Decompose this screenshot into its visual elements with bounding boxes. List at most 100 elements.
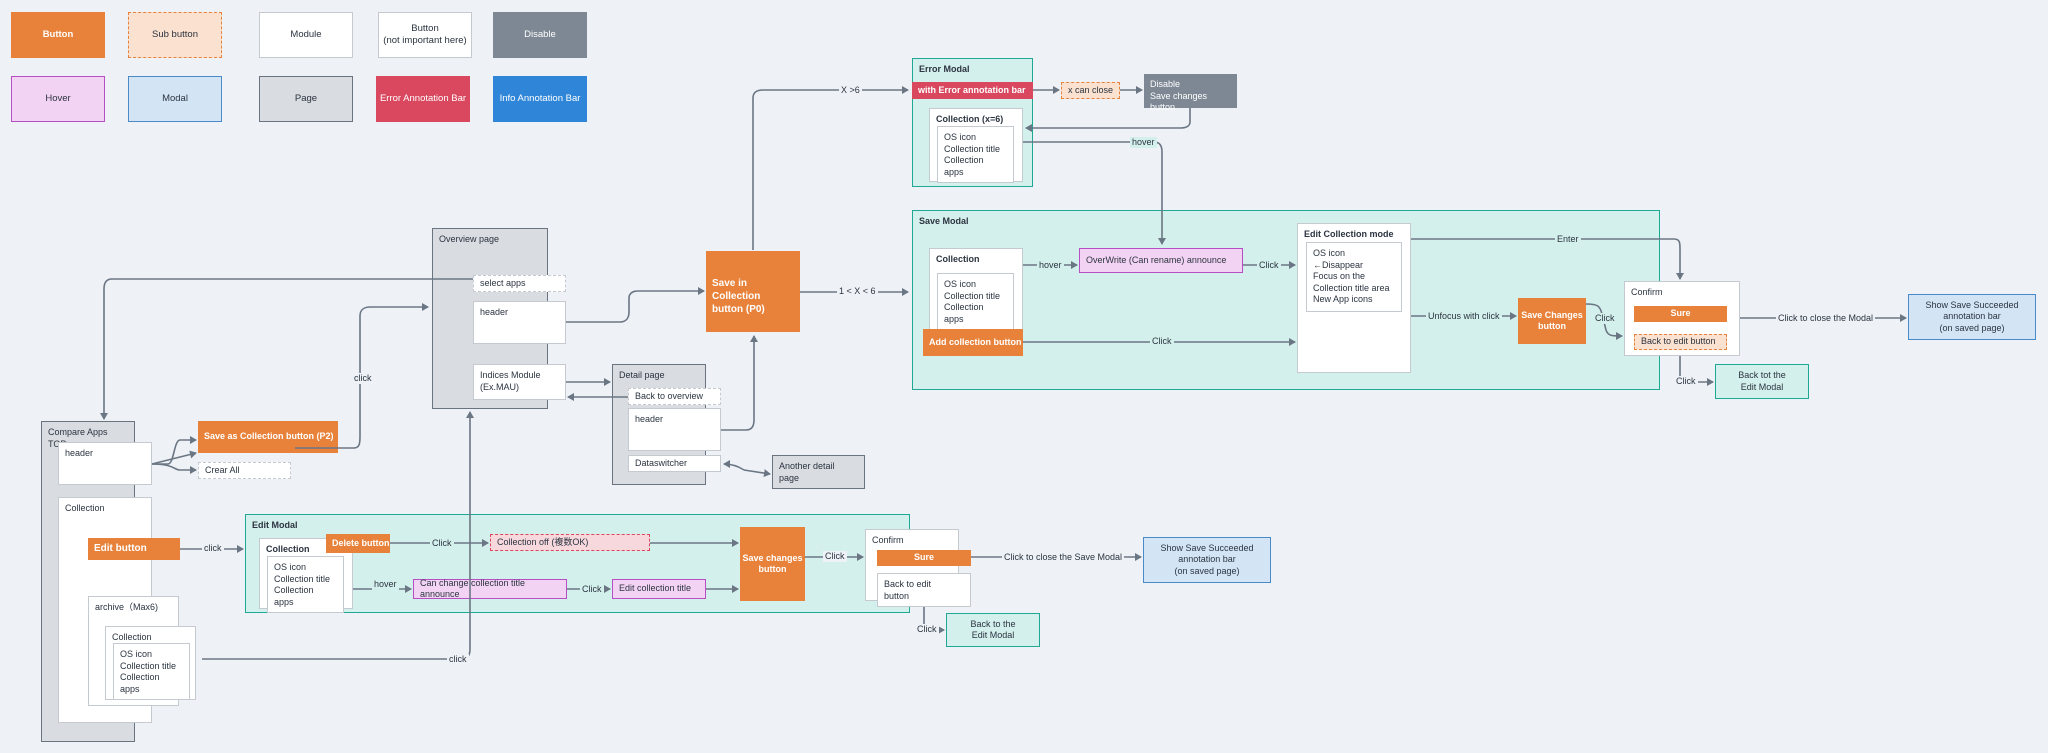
detail-header-label: header [635,414,664,424]
legend-minor-button: Button(not important here) [378,12,472,58]
legend-page: Page [259,76,353,122]
archive-collection-label2: Collection [120,672,160,682]
archive-apps-label: apps [120,683,140,694]
overwrite-announce-label: OverWrite (Can rename) announce [1086,254,1227,265]
indices-module: Indices Module (Ex.MAU) [473,364,566,400]
add-collection-button[interactable]: Add collection button [923,329,1023,356]
em-os-icon-disappear: OS icon ←Disappear [1313,248,1364,270]
edit-collection-mode-detail: OS icon ←Disappear Focus on the Collecti… [1306,242,1402,312]
wire-another-to-dataswitcher [723,460,745,471]
edit-save-succeeded-line2: annotation bar [1178,554,1236,565]
label-click-back-tot: Click [1674,376,1698,387]
delete-button[interactable]: Delete button [326,534,390,553]
save-collection-label: Collection [936,254,980,264]
wire-select-apps-to-compare [100,278,473,420]
error-collection-label: Collection (x=6) [936,114,1004,124]
save-collection-label2: Collection [944,302,984,312]
legend-sub-button-label: Sub button [152,29,198,40]
edit-apps-label: apps [274,596,294,607]
compare-apps-top-title: Compare Apps TOP [48,427,108,449]
save-collection-detail: OS icon Collection title Collection apps [937,273,1014,330]
back-tot-line1: Back tot the [1738,370,1786,380]
select-apps-button[interactable]: select apps [473,275,566,292]
error-collection-detail: OS icon Collection title Collection apps [937,126,1014,183]
save-changes-button[interactable]: Save Changes button [1518,298,1586,344]
error-apps-label: apps [944,166,964,177]
overview-header-label: header [480,307,509,317]
can-change-title-label: Can change collection title announce [420,577,526,600]
save-as-collection-button[interactable]: Save as Collection button (P2) [198,421,338,453]
overview-header-module: header [473,301,566,344]
edit-collection-mode-title: Edit Collection mode [1304,229,1394,239]
wire-save-to-error-modal [752,86,909,250]
edit-os-icon-label: OS icon [274,562,307,572]
another-detail-line2: page [779,472,800,483]
save-back-to-edit-button[interactable]: Back to edit button [1634,334,1727,350]
wire-header-to-save-as [152,436,197,465]
em-focus-on: Focus on the [1313,271,1366,281]
save-succeeded-line3: (on saved page) [1939,322,2005,333]
label-click-save-as: click [352,373,374,384]
label-click-add-collection: Click [1150,336,1174,347]
another-detail-line1: Another detail [779,461,835,471]
save-confirm-title: Confirm [1631,287,1663,297]
label-click-close-save-modal: Click to close the Save Modal [1002,552,1125,563]
legend-button: Button [11,12,105,58]
wire-detail-header-to-save [721,335,758,431]
legend-hover-label: Hover [45,93,71,104]
save-changes-button-label: Save Changes button [1521,309,1583,332]
back-to-edit-modal-line2: Edit Modal [971,630,1015,640]
label-click-save-changes: Click [1593,313,1617,324]
back-tot-edit-modal[interactable]: Back tot the Edit Modal [1715,364,1809,399]
clear-all-button-label: Crear All [205,464,240,475]
edit-confirm-title: Confirm [872,535,904,545]
edit-button[interactable]: Edit button [88,538,180,560]
label-click-edit-save: Click [823,551,847,562]
archive-collection-title-label: Collection title [120,660,177,671]
edit-collection-detail: OS icon Collection title Collection apps [267,556,344,613]
back-to-edit-modal[interactable]: Back to the Edit Modal [946,613,1040,647]
save-in-collection-button[interactable]: Save in Collection button (P0) [706,251,800,332]
edit-collection-title-label: Edit collection title [619,583,692,594]
edit-save-succeeded-line3: (on saved page) [1174,565,1240,576]
disabled-save-changes-button: Disable Save changes button [1144,74,1237,112]
label-hover-edit: hover [372,579,399,590]
legend-module-label: Module [290,29,322,40]
disabled-save-line2: Save changes button [1150,90,1208,113]
dataswitcher-module[interactable]: Dataswitcher [628,455,721,472]
error-os-icon-label: OS icon [944,132,977,142]
save-succeeded-line2: annotation bar [1943,311,2001,322]
save-in-collection-button-label: Save in Collection button (P0) [712,278,765,315]
indices-module-line2: (Ex.MAU) [480,381,519,392]
detail-header-module: header [628,408,721,451]
save-modal-title: Save Modal [919,216,969,226]
error-close-button[interactable]: x can close [1061,82,1120,99]
clear-all-button[interactable]: Crear All [198,462,291,479]
label-click-archive: click [447,654,469,665]
compare-collection-label: Collection [65,503,105,513]
error-close-label: x can close [1067,84,1114,95]
indices-module-line1: Indices Module [480,370,541,380]
error-annotation-bar: with Error annotation bar [912,82,1033,99]
disabled-save-line1: Disable [1150,79,1181,89]
back-to-overview-button[interactable]: Back to overview [628,388,721,405]
legend-hover: Hover [11,76,105,122]
collection-off-state: Collection off (複数OK) [490,534,650,551]
label-x-gt-6: X >6 [839,85,862,96]
detail-page-title: Detail page [619,370,665,380]
label-click-announce: Click [580,584,604,595]
save-sure-button[interactable]: Sure [1634,306,1727,322]
save-succeeded-annotation: Show Save Succeeded annotation bar (on s… [1908,294,2036,340]
edit-back-to-edit-button[interactable]: Back to edit button [877,573,971,607]
back-to-edit-modal-line1: Back to the [970,618,1016,629]
wire-dataswitcher-to-another [743,469,771,478]
label-hover-error: hover [1130,137,1157,148]
edit-save-changes-button[interactable]: Save changes button [740,527,805,601]
wire-header-to-save-as-2 [151,450,197,465]
wire-overview-header-to-save [566,287,705,323]
archive-os-icon-label: OS icon [120,649,153,659]
legend-error-bar: Error Annotation Bar [376,76,470,122]
save-sure-label: Sure [1670,308,1691,319]
edit-save-changes-label: Save changes button [742,552,803,575]
edit-sure-button[interactable]: Sure [877,550,971,566]
